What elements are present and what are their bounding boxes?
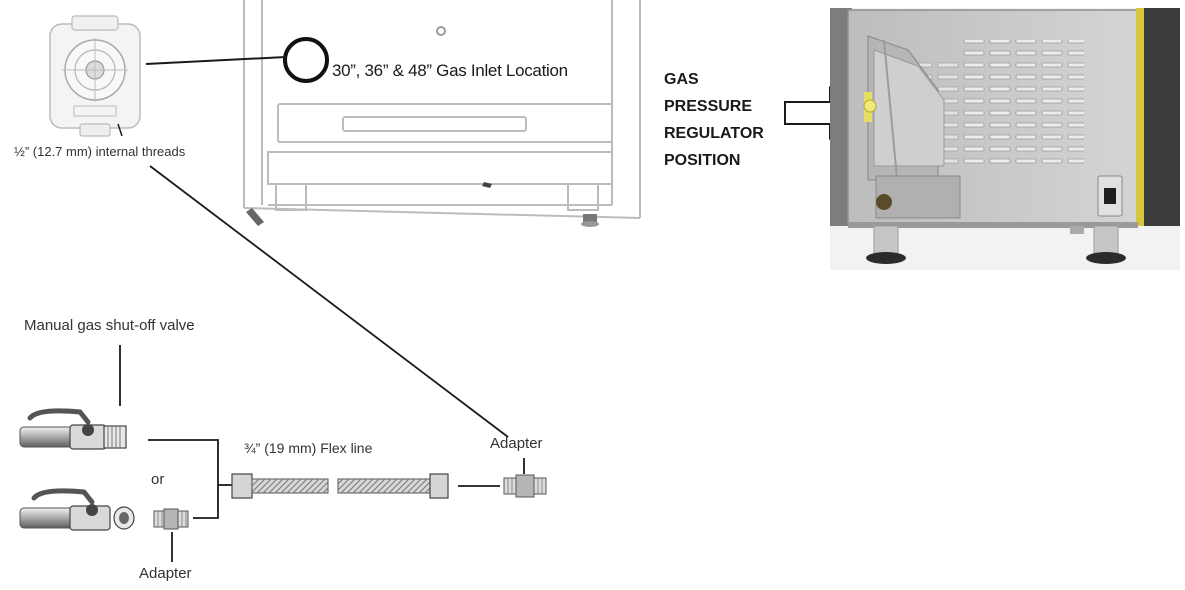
inlet-circle-icon [283, 37, 329, 83]
regulator-label-line-4: POSITION [664, 152, 741, 169]
internal-threads-label: ½” (12.7 mm) internal threads [14, 144, 186, 159]
regulator-label-line-2: PRESSURE [664, 98, 753, 115]
ball-valve-icon-2 [19, 488, 135, 531]
adapter-fitting-icon [153, 508, 189, 530]
regulator-icon [49, 15, 141, 137]
regulator-label-line-1: GAS [664, 71, 699, 88]
adapter-fitting-icon-right [503, 474, 547, 498]
leader-line-inlet [145, 56, 287, 65]
range-feet [246, 182, 599, 227]
range-back-photo [830, 8, 1180, 270]
range-front-outline [243, 0, 641, 219]
ball-valve-icon [19, 408, 127, 450]
shutoff-valve-label: Manual gas shut-off valve [24, 317, 195, 334]
inlet-location-label: 30”, 36” & 48” Gas Inlet Location [332, 61, 568, 80]
flex-line-label: ¾” (19 mm) Flex line [244, 440, 373, 456]
adapter-bottom-label: Adapter [139, 565, 192, 582]
leader-line-diagonal [149, 165, 509, 438]
regulator-label-line-3: REGULATOR [664, 125, 764, 142]
regulator-position-label: GAS PRESSURE REGULATOR POSITION [664, 66, 764, 174]
adapter-right-label: Adapter [490, 435, 543, 452]
or-label: or [151, 471, 165, 488]
threads-tick [117, 123, 123, 137]
screw-icon [436, 26, 446, 36]
flex-line-icon [231, 473, 449, 499]
options-bracket [148, 439, 219, 519]
